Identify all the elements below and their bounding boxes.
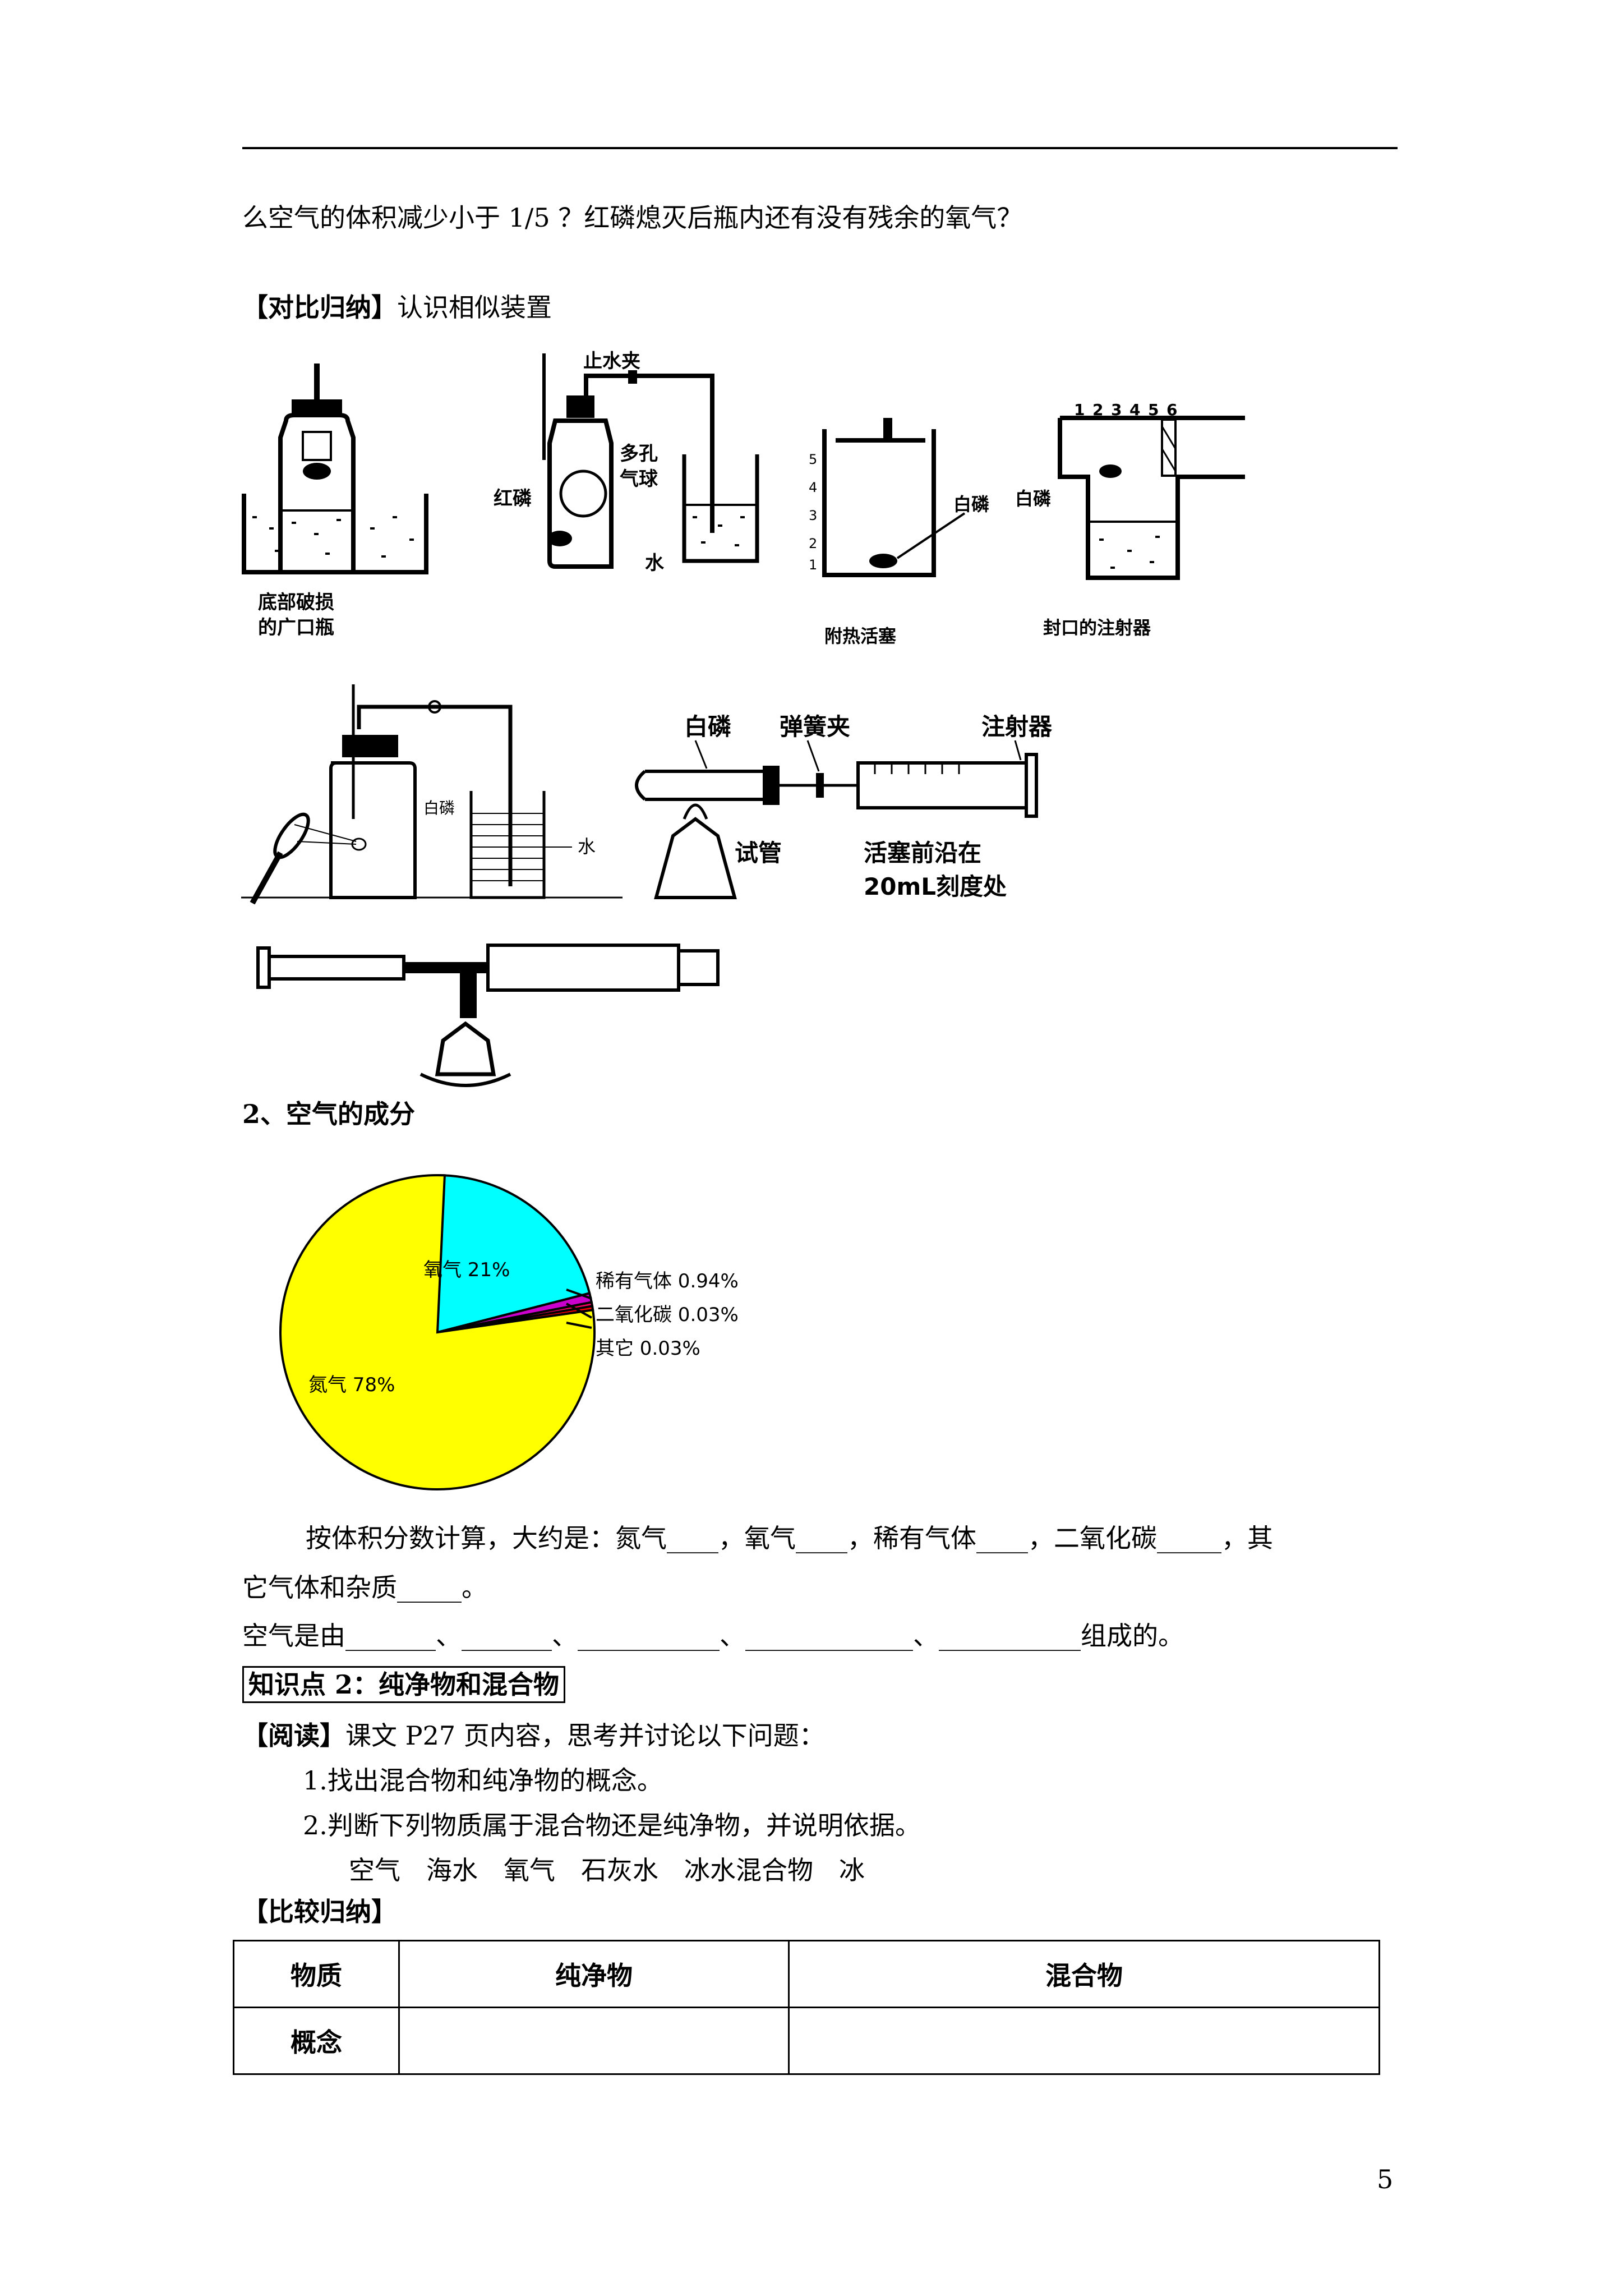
fig3-tick-5: 5 (809, 452, 817, 467)
pie-slice (279, 1174, 596, 1490)
substance-list: 空气 海水 氧气 石灰水 冰水混合物 冰 (349, 1855, 865, 1885)
table-row: 概念 (233, 2007, 1380, 2075)
intro-line: 么空气的体积减少小于 1/5 ？红磷熄灭后瓶内还有没有残余的氧气？ (242, 203, 1023, 233)
question-1: 1.找出混合物和纯净物的概念。 (303, 1765, 663, 1796)
fig3-tick-4: 4 (809, 480, 817, 495)
compare-text: 认识相似装置 (397, 292, 552, 323)
fig-test-tube-syringe: 白磷 弹簧夹 注射器 试管 活塞前沿在 20mL刻度处 (635, 713, 1053, 900)
comparison-table: 物质 纯净物 混合物 概念 (233, 1940, 1380, 2075)
compare-bracket: 【对比归纳】 (242, 292, 397, 323)
pie-label-co2: 二氧化碳 0.03% (596, 1304, 739, 1326)
fig3-caption: 附热活塞 (824, 625, 896, 647)
fig3-tick-1: 1 (809, 557, 817, 573)
air-composition-pie: 氧气 21% 氮气 78% 稀有气体 0.94% 二氧化碳 0.03% 其它 0… (279, 1174, 739, 1490)
table-cell-concept: 概念 (233, 2007, 400, 2075)
fig2-red-p-label: 红磷 (494, 487, 532, 510)
fig6-piston-label-b: 20mL刻度处 (864, 873, 1007, 900)
pie-label-other: 其它 0.03% (596, 1337, 700, 1360)
fig6-clip-label: 弹簧夹 (780, 713, 850, 740)
table-header-row: 物质 纯净物 混合物 (233, 1940, 1380, 2008)
compare-heading-2: 【比较归纳】 (242, 1897, 397, 1927)
fig6-piston-label-a: 活塞前沿在 (864, 839, 981, 867)
fig-magnifier-apparatus: 白磷 水 (241, 684, 623, 905)
table-cell-mixture-blank (788, 2007, 1380, 2075)
fig6-bai-label: 白磷 (684, 713, 731, 740)
fig-broken-bottle: 底部破损 的广口瓶 (242, 364, 428, 639)
fig-red-phosphorus-apparatus: 止水夹 红磷 多孔 气球 水 (494, 350, 759, 574)
fig3-bai-label: 白磷 (953, 494, 989, 515)
fig-piston-cylinder: 5 4 3 2 1 白磷 附热活塞 (809, 418, 989, 647)
fig1-label-a: 底部破损 (258, 591, 334, 614)
fill-line-1: 按体积分数计算，大约是：氮气____，氧气____，稀有气体____，二氧化碳_… (306, 1523, 1273, 1553)
pie-slices (279, 1174, 596, 1490)
table-cell-pure-blank (398, 2007, 790, 2075)
section2-title: 2、空气的成分 (242, 1099, 416, 1129)
fig4-scale-1: 1 (1074, 401, 1085, 419)
fig2-water-label: 水 (645, 552, 665, 574)
knowledge-point-2: 知识点 2：纯净物和混合物 (242, 1666, 566, 1703)
pie-slice (436, 1174, 591, 1334)
table-header-substance: 物质 (233, 1940, 400, 2008)
fig1-label-b: 的广口瓶 (258, 616, 334, 639)
fig4-scale-5: 5 (1148, 401, 1159, 419)
fig2-porous-label: 多孔 (620, 443, 658, 465)
fig4-scale-3: 3 (1111, 401, 1122, 419)
fill-line-3: 空气是由_______、_______、___________、________… (242, 1621, 1184, 1651)
fig3-tick-2: 2 (809, 536, 817, 551)
fig4-caption: 封口的注射器 (1043, 617, 1151, 638)
reading-line: 【阅读】课文 P27 页内容，思考并讨论以下问题： (242, 1719, 825, 1752)
pie-label-nitrogen: 氮气 78% (308, 1374, 395, 1396)
page-number: 5 (1377, 2164, 1394, 2194)
fig-sealed-syringe: 1 2 3 4 5 6 白磷 封口的注射器 (1015, 401, 1245, 638)
fig2-ball-label: 气球 (619, 468, 658, 490)
pie-label-oxygen: 氧气 21% (423, 1259, 510, 1281)
fig6-tube-label: 试管 (735, 839, 782, 867)
table-header-mixture: 混合物 (788, 1940, 1380, 2008)
fig2-clamp-label: 止水夹 (583, 350, 640, 372)
fig4-scale-2: 2 (1092, 401, 1103, 419)
fig-double-syringe (256, 944, 720, 1087)
reading-bracket: 【阅读】 (242, 1720, 345, 1751)
fig5-water-label: 水 (578, 836, 596, 857)
fig4-bai-label: 白磷 (1015, 488, 1051, 509)
fig5-bai-label: 白磷 (423, 799, 455, 817)
header-rule (242, 147, 1398, 149)
question-2: 2.判断下列物质属于混合物还是纯净物，并说明依据。 (303, 1810, 921, 1841)
compare-heading: 【对比归纳】认识相似装置 (242, 291, 552, 324)
fig6-syringe-label: 注射器 (981, 713, 1053, 740)
reading-text: 课文 P27 页内容，思考并讨论以下问题： (345, 1720, 825, 1751)
fig3-tick-3: 3 (809, 508, 817, 523)
fill-line-2: 它气体和杂质_____。 (242, 1572, 487, 1603)
fig4-scale-6: 6 (1166, 401, 1177, 419)
pie-label-rare-gas: 稀有气体 0.94% (596, 1270, 739, 1292)
table-header-pure: 纯净物 (398, 1940, 790, 2008)
fig4-scale-4: 4 (1129, 401, 1140, 419)
